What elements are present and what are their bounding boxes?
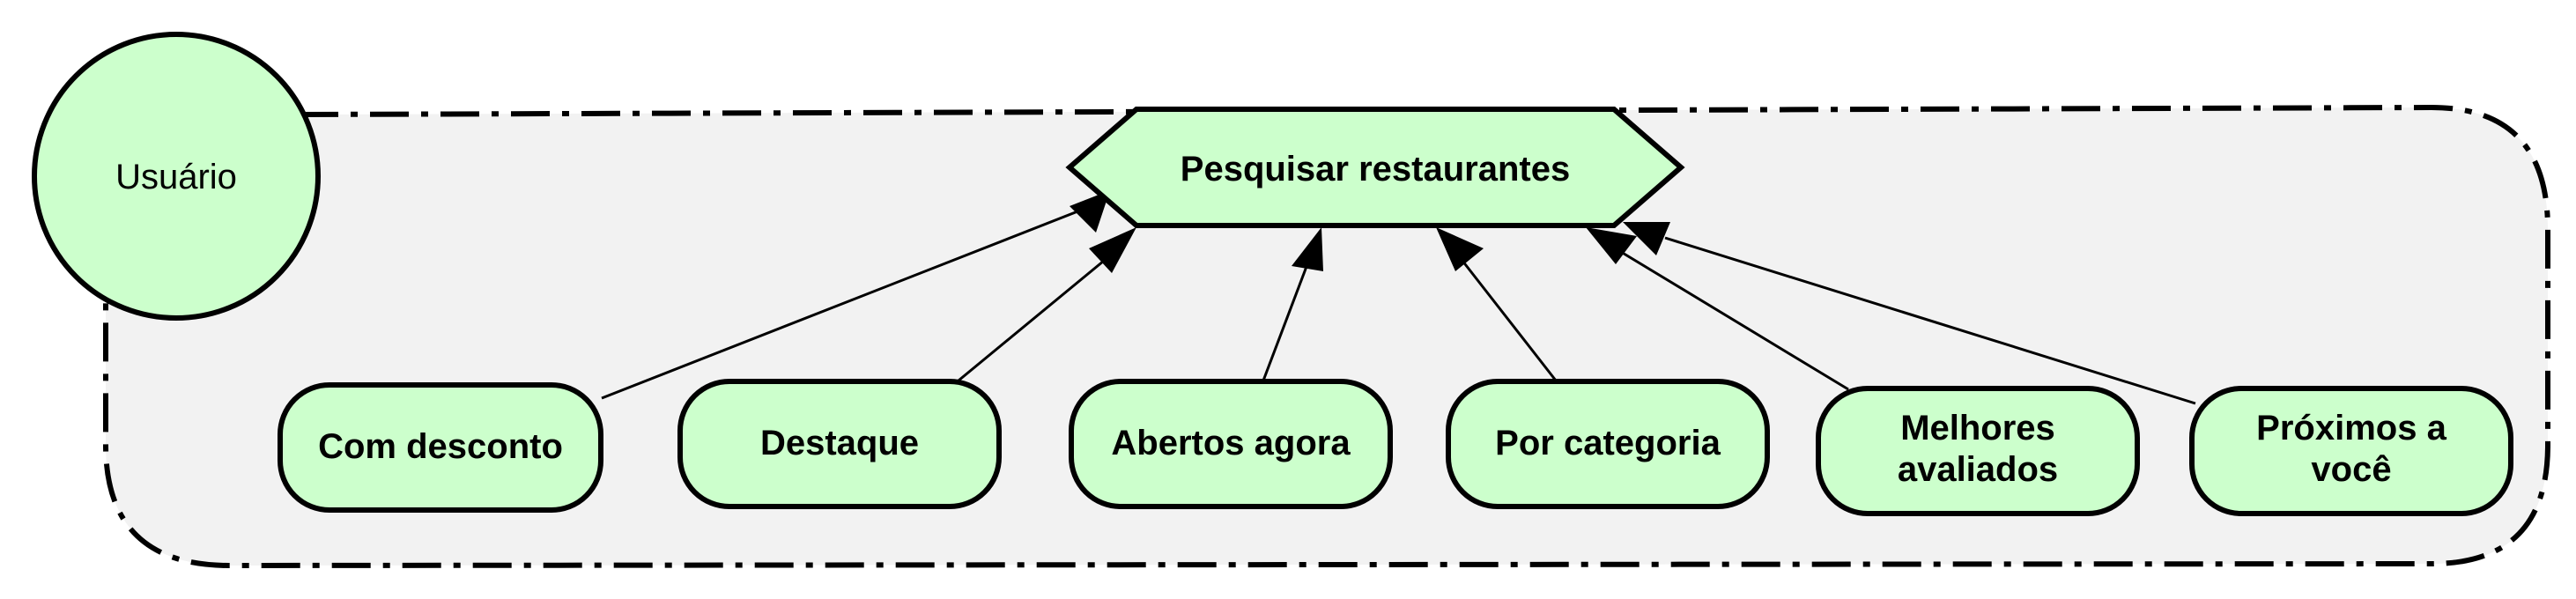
task-destaque: Destaque [677, 379, 1002, 509]
arrowhead-proximos-a-voce [1623, 222, 1670, 255]
arrowhead-por-categoria [1436, 227, 1484, 271]
arrowhead-com-desconto [1070, 190, 1110, 233]
arrowhead-melhores-avaliados [1586, 227, 1637, 264]
link-com-desconto [601, 196, 1114, 400]
arrowhead-abertos-agora [1292, 227, 1323, 271]
task-por-categoria: Por categoria [1446, 379, 1770, 509]
link-melhores-avaliados [1620, 250, 1849, 391]
task-label: Destaque [760, 424, 919, 462]
task-com-desconto: Com desconto [278, 382, 603, 513]
task-abertos-agora: Abertos agora [1069, 379, 1393, 509]
link-destaque [958, 247, 1120, 382]
task-melhores-avaliados: Melhores avaliados [1816, 386, 2140, 516]
task-label: Abertos agora [1111, 424, 1351, 462]
contribution-links [601, 190, 2196, 405]
link-por-categoria [1461, 260, 1558, 381]
task-proximos-a-voce: Próximos a você [2189, 386, 2513, 516]
goal-pesquisar-restaurantes: Pesquisar restaurantes [1065, 107, 1685, 228]
actor-label: Usuário [115, 158, 237, 196]
goal-label: Pesquisar restaurantes [1181, 150, 1570, 189]
link-proximos-a-voce [1664, 236, 2196, 405]
task-label-line1: Melhores [1900, 409, 2055, 447]
task-label: Por categoria [1495, 424, 1721, 462]
actor-usuario: Usuário [32, 32, 321, 321]
task-label: Com desconto [318, 427, 563, 466]
task-label-line2: avaliados [1898, 450, 2058, 489]
arrowhead-destaque [1089, 227, 1136, 273]
task-label-line2: você [2311, 450, 2391, 489]
task-label-line1: Próximos a [2256, 409, 2446, 447]
link-abertos-agora [1262, 263, 1309, 381]
